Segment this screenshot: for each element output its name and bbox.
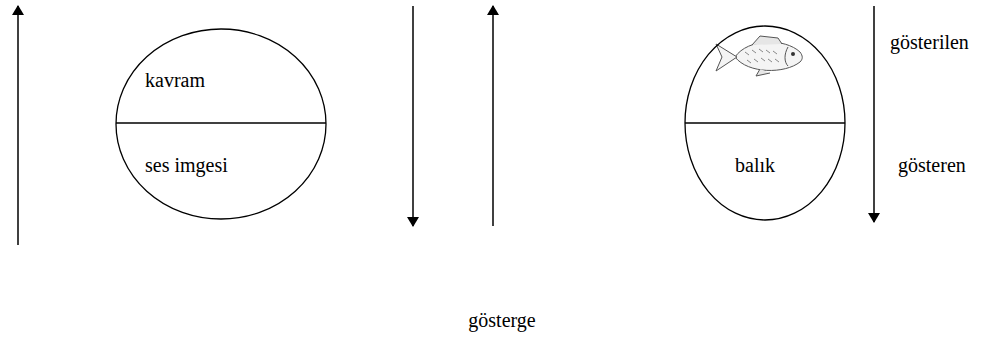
circle-outline <box>684 25 846 221</box>
sign-circle: kavram ses imgesi <box>115 28 327 220</box>
sign-circle: balık <box>684 25 846 221</box>
down-arrow <box>412 6 414 226</box>
down-arrow <box>873 6 875 222</box>
circle-outline <box>115 28 327 220</box>
sign-text: balık <box>735 154 775 177</box>
term-label: gösterge <box>468 309 535 332</box>
sign-text: ses imgesi <box>145 154 228 177</box>
up-arrow <box>17 6 19 245</box>
term-label: gösterilen <box>890 31 969 54</box>
term-label: gösteren <box>898 154 966 177</box>
fish-illustration <box>716 36 802 76</box>
up-arrow <box>492 6 494 226</box>
sign-text: kavram <box>145 69 205 92</box>
